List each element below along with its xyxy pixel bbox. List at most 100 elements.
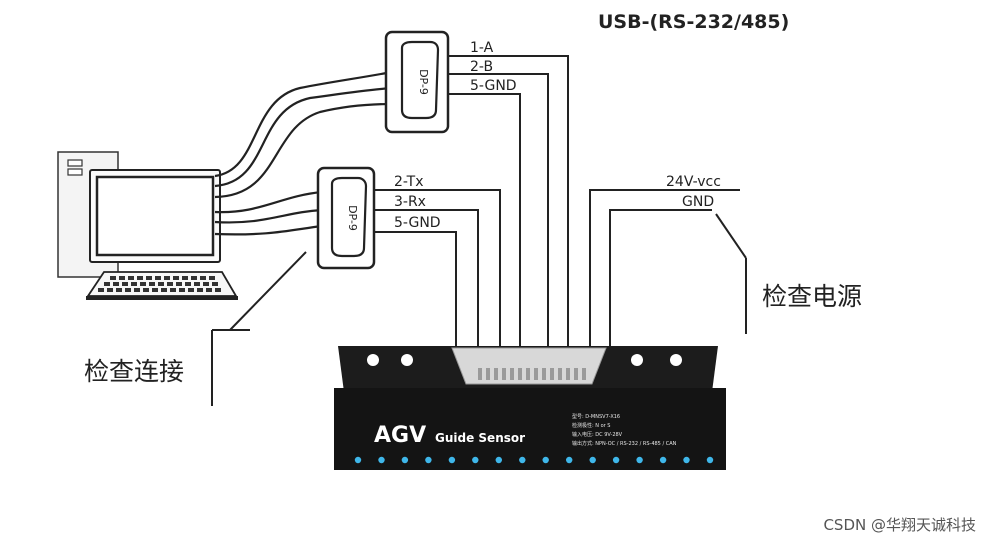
dp9-connector-bottom: DP-9 xyxy=(316,166,376,270)
keyboard-keys xyxy=(98,276,221,292)
sensor-brand: AGV xyxy=(374,423,426,448)
sensor-led xyxy=(472,456,479,464)
callout-check-power xyxy=(715,213,747,334)
keyboard-key xyxy=(113,282,119,286)
sensor-led xyxy=(706,456,714,464)
socket-pin xyxy=(494,368,498,380)
keyboard-key xyxy=(125,288,131,292)
keyboard-key xyxy=(179,288,185,292)
power-wires xyxy=(589,189,740,350)
keyboard-key xyxy=(215,288,221,292)
socket-pin xyxy=(486,368,490,380)
socket-pin xyxy=(542,368,546,380)
keyboard-key xyxy=(203,282,209,286)
sensor-led xyxy=(636,456,643,464)
keyboard-key xyxy=(188,288,194,292)
sensor-led xyxy=(425,456,432,464)
wire-5-gnd-bottom xyxy=(374,231,457,350)
sensor-led xyxy=(495,456,502,464)
wire-2-b xyxy=(448,73,549,350)
mount-hole xyxy=(631,354,643,366)
keyboard-key xyxy=(143,288,149,292)
sensor-led xyxy=(659,456,667,464)
keyboard-key xyxy=(140,282,146,286)
keyboard-key xyxy=(197,288,203,292)
sensor-led-row xyxy=(354,456,714,464)
sensor-led xyxy=(401,456,409,464)
keyboard-key xyxy=(131,282,137,286)
keyboard-key xyxy=(152,288,158,292)
keyboard-key xyxy=(185,282,191,286)
sensor-led xyxy=(519,456,526,464)
cable xyxy=(214,70,393,178)
mount-hole xyxy=(401,354,413,366)
socket-pin xyxy=(502,368,506,380)
pc-cables xyxy=(214,70,393,236)
keyboard-key xyxy=(167,282,173,286)
keyboard-key xyxy=(206,288,212,292)
keyboard-key xyxy=(107,288,113,292)
wire-gnd xyxy=(609,209,712,350)
check-power-text: 检查电源 xyxy=(762,282,862,311)
keyboard-key xyxy=(110,276,116,280)
keyboard-key xyxy=(149,282,155,286)
dp9-bottom-label: DP-9 xyxy=(346,205,359,231)
pc-tower-slot xyxy=(67,168,83,176)
serial-wires xyxy=(374,189,501,350)
power-vcc-label: 24V-vcc xyxy=(666,174,721,190)
pc-tower-slot xyxy=(67,159,83,167)
sensor-led xyxy=(612,456,620,464)
keyboard-key xyxy=(200,276,206,280)
sensor-spec-2: 检测极性: N or S xyxy=(572,422,610,429)
sensor-spec-1: 型号: D-MNSV7-X16 xyxy=(572,413,620,420)
sensor-model: Guide Sensor xyxy=(435,431,525,445)
keyboard-key xyxy=(119,276,125,280)
keyboard-key xyxy=(122,282,128,286)
socket-pin xyxy=(566,368,570,380)
cable xyxy=(214,86,393,188)
sensor-led xyxy=(566,456,573,464)
keyboard-key xyxy=(209,276,215,280)
socket-pin xyxy=(510,368,514,380)
socket-pin xyxy=(534,368,538,380)
mount-hole xyxy=(367,354,379,366)
keyboard-key xyxy=(137,276,143,280)
keyboard-key xyxy=(191,276,197,280)
watermark: CSDN @华翔天诚科技 xyxy=(823,516,976,534)
wire-2-tx xyxy=(374,189,501,350)
keyboard-key xyxy=(158,282,164,286)
pc-screen xyxy=(95,175,215,257)
socket-teeth xyxy=(478,368,586,380)
sensor-led xyxy=(589,456,596,464)
keyboard-key xyxy=(116,288,122,292)
keyboard-key xyxy=(194,282,200,286)
sensor-spec-3: 输入电压: DC 9V-28V xyxy=(572,431,623,438)
keyboard-key xyxy=(155,276,161,280)
mount-hole xyxy=(670,354,682,366)
keyboard-key xyxy=(212,282,218,286)
cable xyxy=(214,190,323,214)
computer-icon xyxy=(57,151,238,300)
sensor-led xyxy=(378,456,385,464)
agv-guide-sensor: AGV Guide Sensor 型号: D-MNSV7-X16 检测极性: N… xyxy=(334,346,726,470)
dp9-top-label: DP-9 xyxy=(417,69,430,95)
keyboard-key xyxy=(176,282,182,286)
keyboard-key xyxy=(164,276,170,280)
socket-pin xyxy=(550,368,554,380)
cable xyxy=(214,208,323,224)
pc-keyboard-base xyxy=(86,296,238,300)
socket-pin xyxy=(518,368,522,380)
keyboard-key xyxy=(104,282,110,286)
sensor-led xyxy=(354,456,362,464)
sensor-body xyxy=(334,388,726,470)
socket-pin xyxy=(574,368,578,380)
sensor-led xyxy=(683,456,690,464)
keyboard-key xyxy=(173,276,179,280)
dp9-connector-top: DP-9 xyxy=(384,30,450,134)
pin-label-1a: 1-A xyxy=(470,40,494,56)
keyboard-key xyxy=(134,288,140,292)
sensor-spec-4: 输出方式: NPN-OC / RS-232 / RS-485 / CAN xyxy=(572,440,677,447)
keyboard-key xyxy=(182,276,188,280)
pin-label-5gnd-bottom: 5-GND xyxy=(394,215,441,231)
